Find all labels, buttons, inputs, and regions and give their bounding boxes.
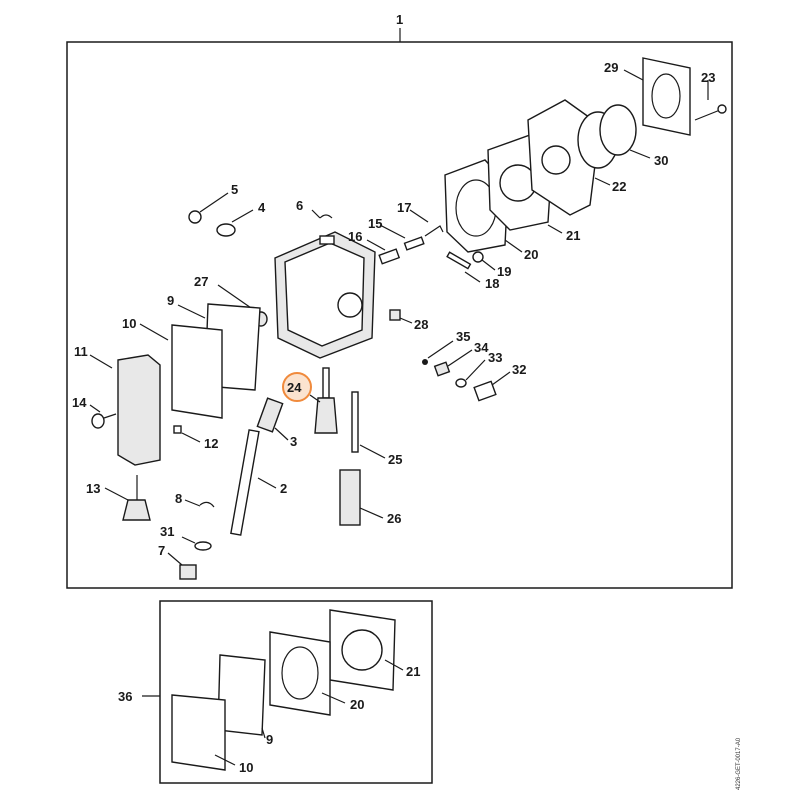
part-13-valve[interactable] (122, 475, 151, 521)
callout-10[interactable]: 10 (122, 316, 136, 331)
callout-26[interactable]: 26 (387, 511, 401, 526)
callout-32[interactable]: 32 (512, 362, 526, 377)
callout-18[interactable]: 18 (485, 276, 499, 291)
callout-35[interactable]: 35 (456, 329, 470, 344)
callout-labels: 5 4 6 15 16 17 19 18 20 21 22 29 23 30 2… (72, 60, 715, 558)
callout-14[interactable]: 14 (72, 395, 87, 410)
part-24-needle[interactable] (314, 367, 338, 434)
callout-16[interactable]: 16 (348, 229, 362, 244)
part-33-o-ring[interactable] (455, 378, 467, 388)
part-17-lever[interactable] (424, 225, 444, 237)
callout-21[interactable]: 21 (566, 228, 580, 243)
callout-11[interactable]: 11 (74, 344, 88, 359)
kit-part-20-gasket[interactable] (269, 631, 331, 716)
highlighted-callout-24[interactable]: 24 (282, 372, 321, 403)
repair-kit-frame (159, 600, 433, 784)
callout-4[interactable]: 4 (258, 200, 266, 215)
callout-17[interactable]: 17 (397, 200, 411, 215)
callout-15[interactable]: 15 (368, 216, 382, 231)
part-7-screw[interactable] (179, 564, 197, 580)
part-8-clip[interactable] (199, 501, 215, 508)
part-2-throttle-shaft[interactable] (230, 429, 260, 536)
callout-30[interactable]: 30 (654, 153, 668, 168)
kit-part-21-diaphragm[interactable] (329, 609, 396, 691)
part-32-screw-plug[interactable] (473, 380, 497, 402)
callout-31[interactable]: 31 (160, 524, 174, 539)
assembly-frame (66, 41, 733, 589)
part-12-plug[interactable] (173, 425, 182, 434)
callout-6[interactable]: 6 (296, 198, 303, 213)
kit-part-10-diaphragm[interactable] (171, 694, 226, 771)
part-3-spring[interactable] (256, 397, 284, 433)
callout-29[interactable]: 29 (604, 60, 618, 75)
callout-22[interactable]: 22 (612, 179, 626, 194)
callout-8[interactable]: 8 (175, 491, 182, 506)
kit-callout-9[interactable]: 9 (266, 732, 273, 747)
kit-callout-20[interactable]: 20 (350, 697, 364, 712)
part-28-plug[interactable] (389, 309, 401, 321)
part-11-cover[interactable] (117, 354, 161, 466)
part-25-needle[interactable] (351, 391, 359, 453)
part-26-sleeve[interactable] (339, 469, 361, 526)
part-16-spring[interactable] (378, 248, 401, 265)
kit-callout-21[interactable]: 21 (406, 664, 420, 679)
part-5-screw[interactable] (188, 210, 202, 224)
callout-33[interactable]: 33 (488, 350, 502, 365)
callout-3[interactable]: 3 (290, 434, 297, 449)
callout-28[interactable]: 28 (414, 317, 428, 332)
callout-24[interactable]: 24 (287, 380, 302, 395)
callout-20[interactable]: 20 (524, 247, 538, 262)
part-4-plate[interactable] (216, 223, 236, 237)
callout-27[interactable]: 27 (194, 274, 208, 289)
carburetor-body[interactable] (274, 231, 376, 359)
callout-9[interactable]: 9 (167, 293, 174, 308)
part-34-spring[interactable] (433, 361, 451, 377)
part-19-screw[interactable] (472, 251, 484, 263)
part-18-pin[interactable] (446, 251, 472, 270)
kit-callout-10[interactable]: 10 (239, 760, 253, 775)
part-31-washer[interactable] (194, 541, 212, 551)
part-14-screw[interactable] (91, 413, 117, 429)
callout-23[interactable]: 23 (701, 70, 715, 85)
callout-25[interactable]: 25 (388, 452, 402, 467)
callout-13[interactable]: 13 (86, 481, 100, 496)
callout-12[interactable]: 12 (204, 436, 218, 451)
callout-1[interactable]: 1 (396, 12, 403, 27)
part-10-diaphragm[interactable] (171, 324, 223, 419)
callout-19[interactable]: 19 (497, 264, 511, 279)
part-15-needle[interactable] (403, 236, 425, 251)
part-6-clip[interactable] (319, 214, 333, 219)
part-30-sleeve[interactable] (577, 104, 637, 169)
callout-7[interactable]: 7 (158, 543, 165, 558)
kit-callout-36[interactable]: 36 (118, 689, 132, 704)
callout-34[interactable]: 34 (474, 340, 489, 355)
callout-5[interactable]: 5 (231, 182, 238, 197)
part-23-screw[interactable] (694, 104, 727, 121)
callout-2[interactable]: 2 (280, 481, 287, 496)
part-29-gasket[interactable] (642, 57, 691, 136)
part-35-ball[interactable] (422, 359, 428, 365)
drawing-id: 4226-GET-0017-A0 (736, 737, 742, 790)
